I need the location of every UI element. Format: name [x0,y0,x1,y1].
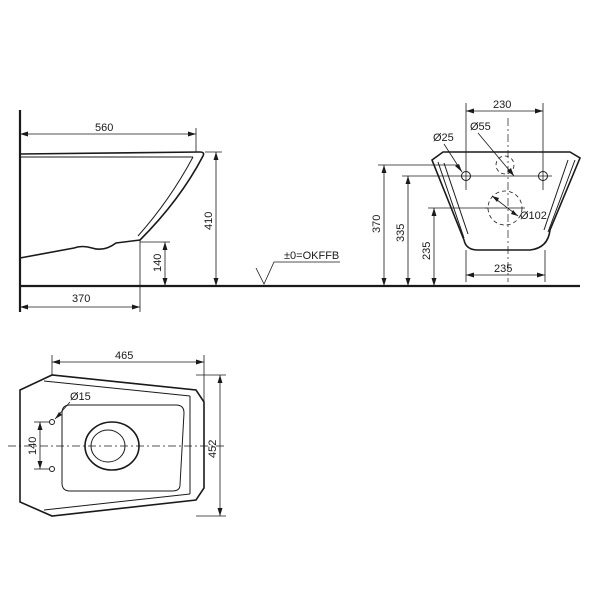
outlet-height-label: 235 [421,242,433,260]
mount-hole-bottom [49,466,55,472]
top-length-label: 465 [115,350,133,362]
hole-spacing-label: 140 [27,437,39,455]
top-outer-outline [19,374,205,517]
outlet-dia-label: Ø102 [520,210,547,222]
side-height-label: 410 [203,212,215,230]
inlet-dia-label: Ø55 [470,121,491,133]
hole-dia-label: Ø15 [70,391,91,403]
inlet-height-label: 335 [395,224,407,242]
rear-body-outline [431,151,582,251]
rear-view: 230 Ø25 Ø55 Ø102 370 335 235 [371,99,582,286]
bolt-spacing-label: 230 [493,99,511,111]
side-view: 560 410 140 370 ±0=OKFFB [18,110,580,312]
top-width-label: 452 [207,440,219,458]
floor-reference-symbol [255,261,340,285]
side-width-label: 560 [95,122,113,134]
side-projection-label: 370 [72,293,90,305]
bolt-height-label: 370 [371,215,383,233]
side-rim-inner [137,156,194,237]
side-bowl-outline [19,151,205,259]
inlet-circle [495,155,515,175]
mount-hole-top [49,419,55,425]
bolt-dia-label: Ø25 [433,132,454,144]
side-outlet-label: 140 [152,254,164,272]
base-width-label: 235 [494,263,512,275]
floor-reference-label: ±0=OKFFB [284,250,339,262]
top-bowl-opening [61,404,185,492]
top-view: Ø15 140 465 452 [8,350,226,517]
